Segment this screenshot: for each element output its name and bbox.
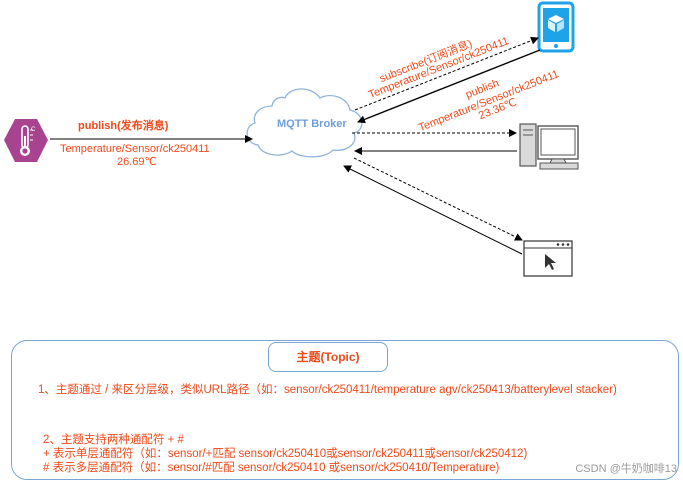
watermark: CSDN @牛奶咖啡13 (575, 463, 677, 475)
topic-panel (11, 340, 679, 480)
topic-panel-title: 主题(Topic) (268, 342, 388, 372)
svg-text:C: C (31, 127, 36, 133)
publish-topic-label: Temperature/Sensor/ck250411 (60, 143, 210, 155)
forward-publish-arrow (357, 49, 541, 124)
browser-window-icon (523, 240, 573, 277)
broker-label: MQTT Broker (277, 118, 347, 130)
topic-rule-single-wildcard: + 表示单层通配符（如：sensor/+匹配 sensor/ck250410或s… (43, 448, 528, 460)
desktop-computer-icon (519, 123, 579, 170)
mobile-phone-icon (537, 1, 575, 53)
topic-rule-1: 1、主题通过 / 来区分层级，类似URL路径（如：sensor/ck250411… (38, 384, 617, 396)
topic-rule-multi-wildcard: # 表示多层通配符（如：sensor/#匹配 sensor/ck250410 或… (43, 462, 500, 474)
browser-subscribe-arrow (353, 157, 523, 241)
topic-rule-2: 2、主题支持两种通配符 + # (43, 434, 184, 446)
thermometer-icon: C (4, 119, 48, 162)
subscribe-arrow (354, 36, 539, 111)
publish-value-label: 26.69℃ (117, 156, 157, 168)
browser-forward-arrow (343, 165, 523, 255)
cloud-icon (246, 88, 363, 158)
publish-action-label: publish(发布消息) (78, 120, 169, 132)
